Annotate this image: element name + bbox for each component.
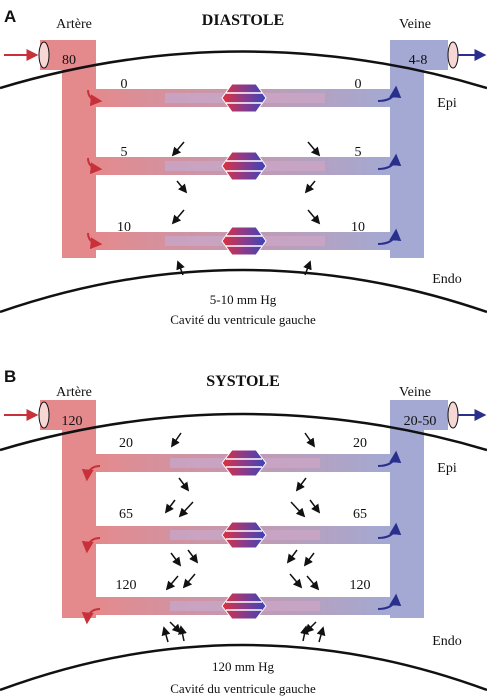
artery-pressure: 120 xyxy=(62,414,83,429)
vein-pressure: 4-8 xyxy=(409,53,428,68)
artery-inflow-arrow xyxy=(4,401,50,429)
branch-pressure-right: 5 xyxy=(355,145,362,160)
cavity-pressure: 120 mm Hg xyxy=(212,659,275,674)
branch-pressure-right: 10 xyxy=(351,220,365,235)
layer-label-endo: Endo xyxy=(432,272,462,287)
capillary-endo xyxy=(221,592,267,620)
panel-letter: A xyxy=(4,7,16,26)
branch-pressure-right: 65 xyxy=(353,507,367,522)
endocardium-line xyxy=(0,643,487,692)
layer-label-epi: Epi xyxy=(437,461,457,476)
cavity-label: Cavité du ventricule gauche xyxy=(170,681,316,696)
branch-pressure-left: 5 xyxy=(121,145,128,160)
vein-outlet xyxy=(390,400,448,430)
artery-pressure: 80 xyxy=(62,53,76,68)
cavity-pressure: 5-10 mm Hg xyxy=(210,292,277,307)
vein-outlet xyxy=(390,40,448,70)
branch-pressure-left: 120 xyxy=(116,578,137,593)
vein-pressure: 20-50 xyxy=(404,414,437,429)
capillary-mid xyxy=(221,151,267,181)
artery-inflow-arrow xyxy=(4,41,50,69)
panel-systole: B SYSTOLE Artère Veine xyxy=(0,367,487,696)
artery-trunk xyxy=(62,40,96,258)
vein-trunk xyxy=(390,400,424,618)
branch-pressure-left: 65 xyxy=(119,507,133,522)
compression-arrows xyxy=(171,141,321,276)
vessel-network xyxy=(40,40,448,258)
vein-outflow-arrow xyxy=(447,401,487,429)
vein-label: Veine xyxy=(399,17,431,32)
artery-trunk xyxy=(62,400,96,618)
cavity-label: Cavité du ventricule gauche xyxy=(170,312,316,327)
panel-title: DIASTOLE xyxy=(202,12,284,29)
endocardium-line xyxy=(0,268,487,314)
epicardium-line xyxy=(0,50,487,90)
vein-outflow-arrow xyxy=(447,41,487,69)
branch-pressure-right: 0 xyxy=(355,77,362,92)
layer-label-epi: Epi xyxy=(437,96,457,111)
vein-label: Veine xyxy=(399,385,431,400)
layer-label-endo: Endo xyxy=(432,634,462,649)
vessel-network xyxy=(40,400,448,625)
capillary-endo xyxy=(221,226,267,256)
panel-letter: B xyxy=(4,367,16,386)
branch-pressure-left: 10 xyxy=(117,220,131,235)
artery-label: Artère xyxy=(56,17,92,32)
capillary-mid xyxy=(221,521,267,549)
artery-label: Artère xyxy=(56,385,92,400)
branch-pressure-left: 20 xyxy=(119,436,133,451)
capillary-epi xyxy=(221,449,267,477)
epicardium-line xyxy=(0,412,487,452)
vein-trunk xyxy=(390,40,424,258)
panel-title: SYSTOLE xyxy=(206,373,280,390)
capillary-epi xyxy=(221,83,267,113)
branch-pressure-left: 0 xyxy=(121,77,128,92)
branch-pressure-right: 20 xyxy=(353,436,367,451)
branch-pressure-right: 120 xyxy=(350,578,371,593)
panel-diastole: A DIASTOLE Artère Veine xyxy=(0,7,487,327)
compression-arrows xyxy=(161,432,326,643)
